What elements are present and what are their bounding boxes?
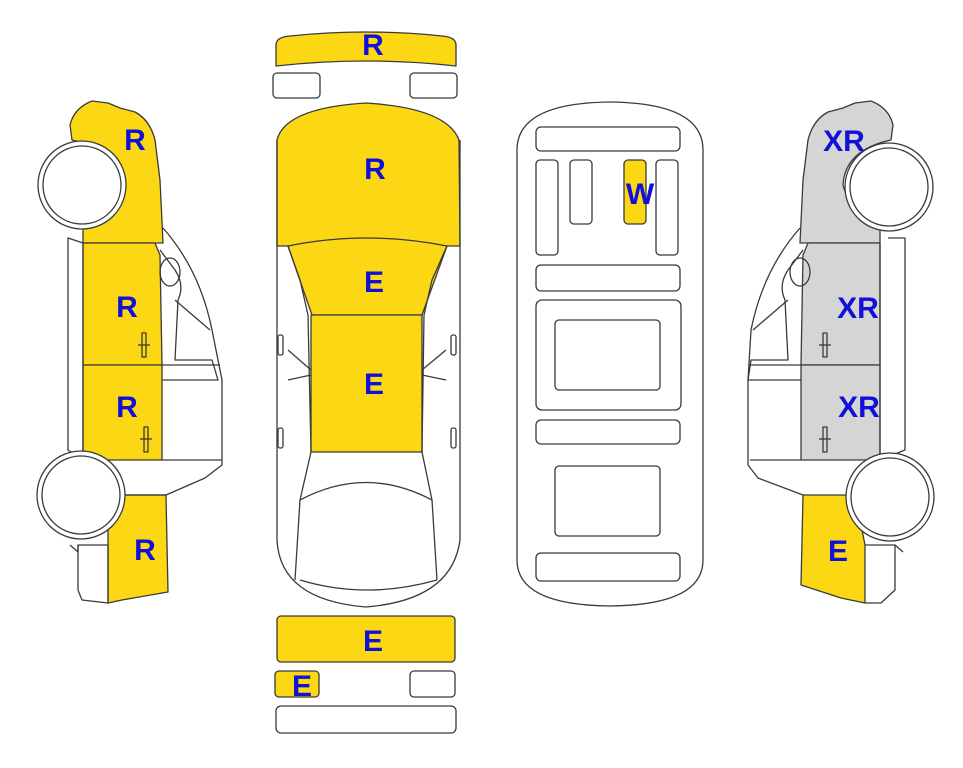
right-rear-wheel bbox=[845, 452, 935, 542]
rear-panel bbox=[275, 705, 457, 734]
rear-lamp-left bbox=[274, 670, 320, 698]
left-front-wheel bbox=[37, 140, 127, 230]
hood-panel bbox=[276, 102, 461, 247]
label-floor-member: W bbox=[626, 178, 655, 211]
top-view bbox=[272, 31, 461, 734]
rear-bumper-panel bbox=[276, 615, 456, 663]
left-rear-wheel bbox=[36, 450, 126, 540]
right-headlamp bbox=[409, 72, 458, 99]
floor-member-panel bbox=[623, 159, 647, 225]
label-right-front-fender: XR bbox=[823, 125, 865, 158]
label-right-rear-door: XR bbox=[838, 391, 880, 424]
front-bumper-panel bbox=[275, 31, 457, 67]
label-rear-lamp: E bbox=[292, 670, 312, 703]
label-left-rear-door: R bbox=[116, 391, 138, 424]
left-headlamp bbox=[272, 72, 321, 99]
label-roof: E bbox=[364, 368, 384, 401]
right-side-view bbox=[747, 100, 935, 604]
right-front-wheel bbox=[844, 142, 934, 232]
label-left-front-fender: R bbox=[124, 124, 146, 157]
rear-lamp-right bbox=[409, 670, 456, 698]
label-left-front-door: R bbox=[116, 291, 138, 324]
label-left-rear-quarter: R bbox=[134, 534, 156, 567]
underbody-view bbox=[516, 101, 704, 607]
right-front-fender-panel bbox=[799, 100, 894, 244]
left-side-view bbox=[36, 100, 223, 604]
label-hood: R bbox=[364, 153, 386, 186]
label-windshield: E bbox=[364, 266, 384, 299]
label-right-rear-quarter: E bbox=[828, 535, 848, 568]
label-front-bumper: R bbox=[362, 29, 384, 62]
label-rear-bumper: E bbox=[363, 625, 383, 658]
label-right-front-door: XR bbox=[837, 292, 879, 325]
